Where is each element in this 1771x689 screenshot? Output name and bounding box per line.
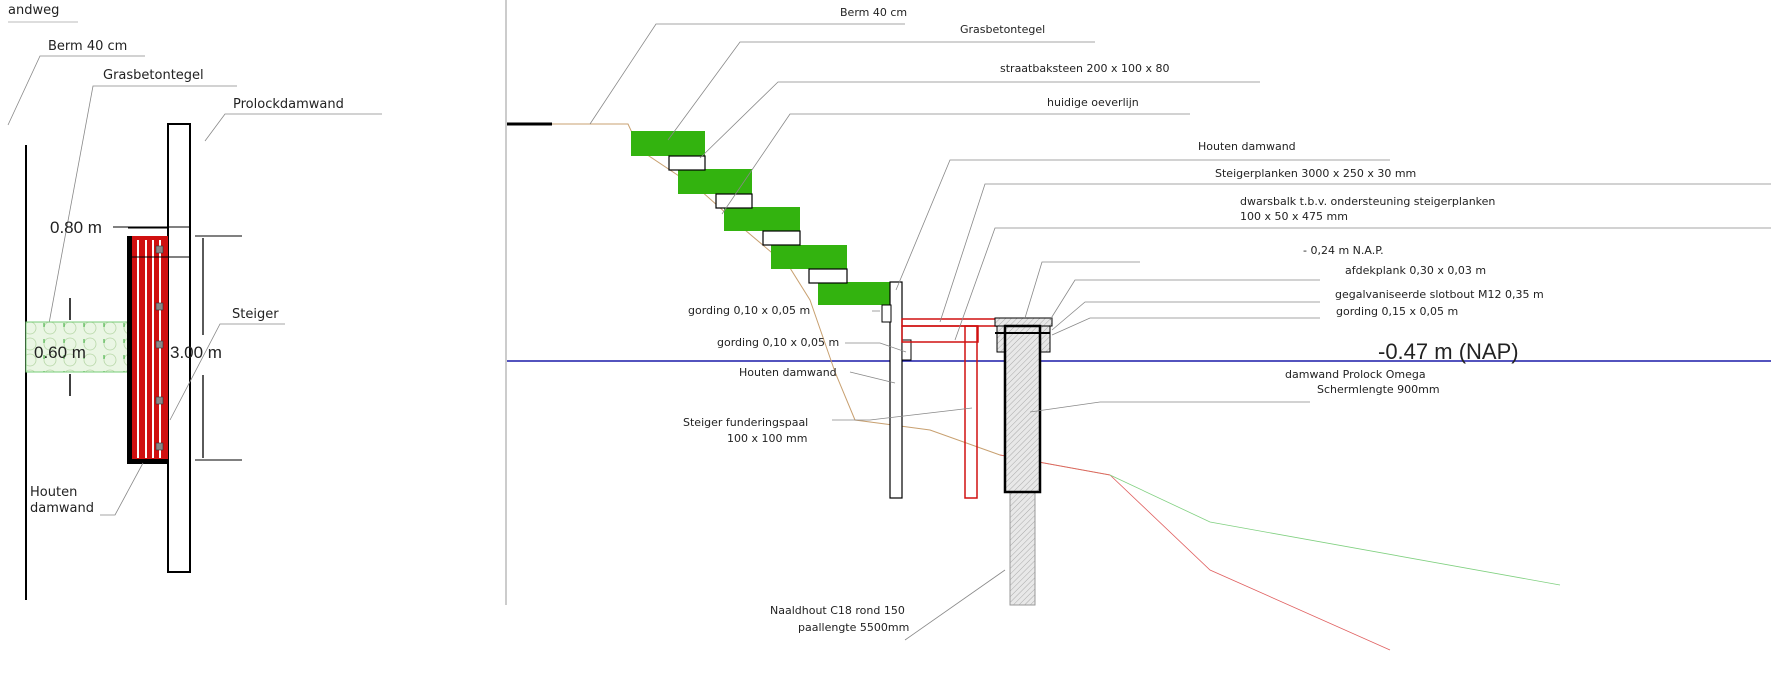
- berm-label: Berm 40 cm: [840, 6, 907, 19]
- gording-upper: [881, 304, 892, 323]
- houten-damwand: [889, 281, 903, 499]
- water-level-label: -0.47 m (NAP): [1378, 339, 1519, 364]
- grasbeton-label: Grasbetontegel: [103, 68, 204, 83]
- naaldhout-label-1: Naaldhout C18 rond 150: [770, 604, 905, 617]
- gording-lower: [901, 339, 912, 361]
- gording-010-b-label: gording 0,10 x 0,05 m: [717, 336, 839, 349]
- dwarsbalk-label-2: 100 x 50 x 475 mm: [1240, 210, 1348, 223]
- plan-view: andweg Berm 40 cm Grasbetontegel Prolock…: [7, 3, 382, 600]
- dwarsbalk-label-1: dwarsbalk t.b.v. ondersteuning steigerpl…: [1240, 195, 1495, 208]
- length-dimension: 3.00 m: [170, 343, 222, 362]
- bottom-profile-red: [999, 454, 1391, 651]
- afdekplank-label: afdekplank 0,30 x 0,03 m: [1345, 264, 1486, 277]
- steiger-label: Steiger: [232, 307, 279, 322]
- prolock-label: Prolockdamwand: [233, 97, 344, 112]
- road-label: andweg: [8, 3, 59, 18]
- straatbaksteen-label: straatbaksteen 200 x 100 x 80: [1000, 62, 1170, 75]
- houten-label-2: damwand: [30, 501, 94, 516]
- grass-dimension: 0.60 m: [34, 343, 86, 362]
- steiger-frame: [901, 318, 1001, 499]
- nap-024-label: - 0,24 m N.A.P.: [1303, 244, 1384, 257]
- paal-label-1: Steiger funderingspaal: [683, 416, 808, 429]
- houten-damwand-low-label: Houten damwand: [739, 366, 837, 379]
- houten-damwand-top-label: Houten damwand: [1198, 140, 1296, 153]
- naaldhout-label-2: paallengte 5500mm: [798, 621, 909, 634]
- prolock-label-2: Schermlengte 900mm: [1317, 383, 1440, 396]
- slotbout-label: gegalvaniseerde slotbout M12 0,35 m: [1335, 288, 1544, 301]
- grass-tiles: [25, 321, 129, 373]
- houten-label-1: Houten: [30, 485, 77, 500]
- gording-010-a-label: gording 0,10 x 0,05 m: [688, 304, 810, 317]
- width-dimension: 0.80 m: [50, 218, 102, 237]
- steiger-deck: [127, 236, 168, 464]
- bricks: [668, 155, 848, 284]
- naaldhout-pile: [1009, 491, 1036, 606]
- prolock-label-1: damwand Prolock Omega: [1285, 368, 1426, 381]
- bottom-profile-green: [1109, 474, 1561, 586]
- paal-label-2: 100 x 100 mm: [727, 432, 807, 445]
- grasbeton-label: Grasbetontegel: [960, 23, 1045, 36]
- steigerplanken-label: Steigerplanken 3000 x 250 x 30 mm: [1215, 167, 1416, 180]
- grass-tiles: [631, 131, 893, 305]
- gording-015-label: gording 0,15 x 0,05 m: [1336, 305, 1458, 318]
- berm-label: Berm 40 cm: [48, 39, 127, 54]
- prolock-damwand: [1003, 324, 1042, 494]
- section-view: -0.47 m (NAP) Berm 40 cm Grasbet: [507, 6, 1771, 651]
- oeverlijn-label: huidige oeverlijn: [1047, 96, 1139, 109]
